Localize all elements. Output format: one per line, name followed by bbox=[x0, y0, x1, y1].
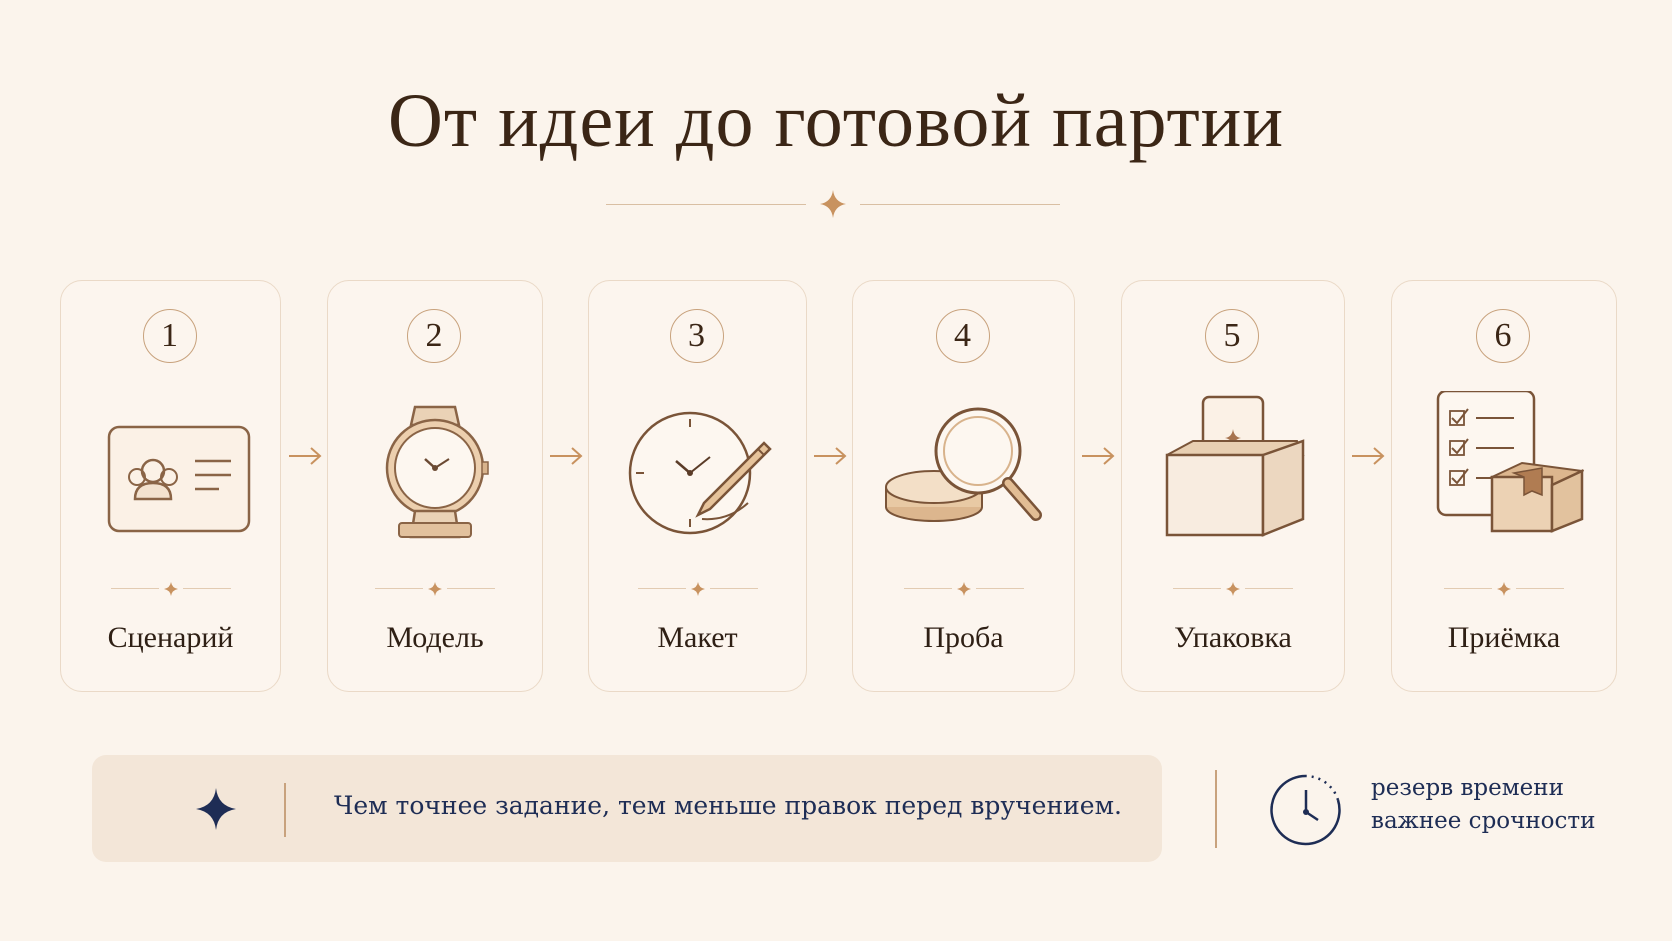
sparkle-icon bbox=[820, 190, 846, 222]
step-card-1: 1 Сценарий bbox=[60, 280, 281, 692]
card-divider bbox=[1444, 581, 1564, 596]
clock-icon bbox=[1268, 772, 1344, 848]
step-number: 6 bbox=[1476, 309, 1530, 363]
step-label: Проба bbox=[923, 621, 1004, 654]
magnifier-icon bbox=[884, 391, 1044, 541]
tip-text: Чем точнее задание, тем меньше правок пе… bbox=[334, 791, 1122, 820]
step-card-5: 5 Упаковка bbox=[1121, 280, 1345, 692]
card-divider bbox=[375, 581, 495, 596]
step-number: 2 bbox=[407, 309, 461, 363]
note-divider bbox=[284, 783, 286, 837]
arrow-right-icon bbox=[1082, 447, 1115, 465]
step-label: Сценарий bbox=[107, 621, 234, 654]
step-label: Макет bbox=[657, 621, 738, 654]
title-divider bbox=[606, 190, 1060, 220]
checklist-box-icon bbox=[1424, 389, 1586, 541]
arrow-right-icon bbox=[550, 447, 583, 465]
aside-line-2: важнее срочности bbox=[1371, 808, 1596, 834]
card-divider bbox=[637, 581, 758, 596]
step-number: 3 bbox=[669, 309, 724, 363]
step-number: 1 bbox=[142, 309, 197, 363]
arrow-right-icon bbox=[1352, 447, 1385, 465]
step-number: 5 bbox=[1205, 309, 1259, 363]
step-card-2: 2 Модель bbox=[327, 280, 543, 692]
time-reserve-note: резерв времени важнее срочности bbox=[1371, 772, 1595, 838]
id-card-icon bbox=[91, 391, 251, 541]
aside-line-1: резерв времени bbox=[1371, 775, 1564, 801]
step-label: Упаковка bbox=[1174, 621, 1292, 654]
step-card-3: 3 Макет bbox=[588, 280, 807, 692]
aside-divider bbox=[1215, 770, 1217, 848]
step-number: 4 bbox=[935, 309, 990, 363]
card-divider bbox=[1173, 581, 1293, 596]
page-title: От идеи до готовой партии bbox=[388, 79, 1284, 163]
step-label: Приёмка bbox=[1447, 621, 1561, 654]
card-divider bbox=[903, 581, 1024, 596]
arrow-right-icon bbox=[814, 447, 847, 465]
tip-note: Чем точнее задание, тем меньше правок пе… bbox=[92, 755, 1162, 862]
step-label: Модель bbox=[386, 621, 484, 654]
card-divider bbox=[110, 581, 231, 596]
sparkle-star-icon bbox=[196, 788, 236, 834]
step-card-6: 6 Приёмка bbox=[1391, 280, 1617, 692]
gift-box-icon bbox=[1153, 391, 1313, 541]
arrow-right-icon bbox=[289, 447, 322, 465]
clock-pencil-icon bbox=[618, 391, 778, 541]
step-card-4: 4 Проба bbox=[852, 280, 1075, 692]
wristwatch-icon bbox=[355, 391, 515, 541]
